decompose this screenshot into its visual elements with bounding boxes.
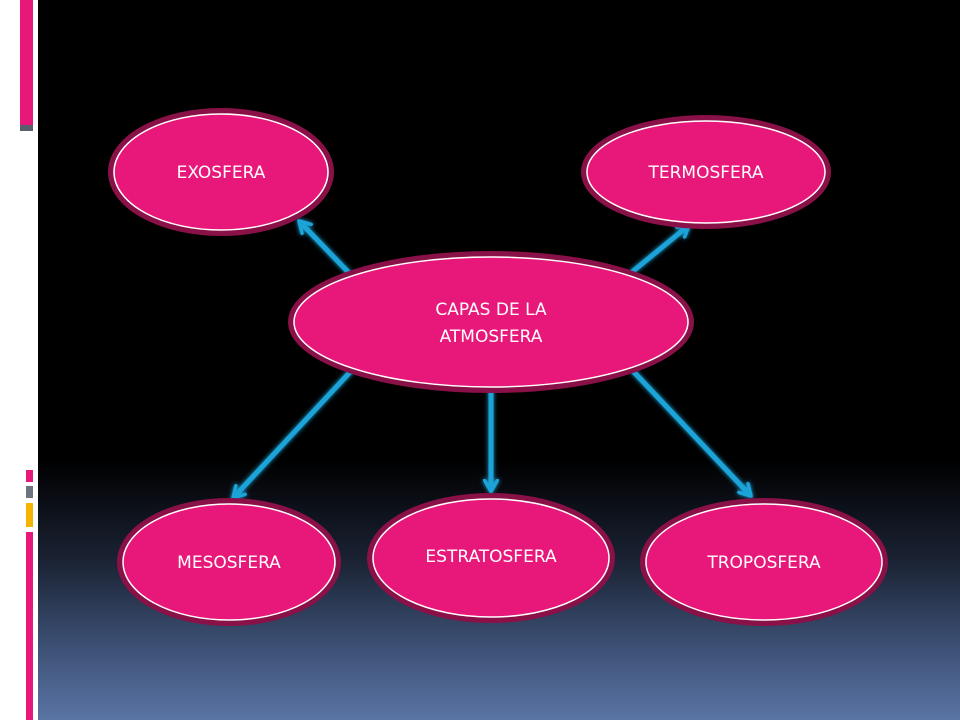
node-estratosfera: ESTRATOSFERA xyxy=(367,493,615,623)
arrows xyxy=(234,222,750,497)
arrow-to-termosfera xyxy=(629,226,688,275)
left-bar-yellow xyxy=(26,503,33,527)
node-mesosfera-label: MESOSFERA xyxy=(177,553,281,573)
arrow-to-troposfera xyxy=(629,367,750,495)
node-troposfera-label: TROPOSFERA xyxy=(706,553,821,573)
node-mesosfera: MESOSFERA xyxy=(117,498,341,626)
node-troposfera: TROPOSFERA xyxy=(640,498,888,626)
left-bar-top-gray xyxy=(20,125,33,131)
node-center: CAPAS DE LA ATMOSFERA xyxy=(288,251,694,393)
left-bar-top-pink xyxy=(20,0,33,125)
node-exosfera-label: EXOSFERA xyxy=(177,163,266,183)
left-decorative-band xyxy=(0,0,38,720)
node-center-label-line1: CAPAS DE LA xyxy=(435,300,547,320)
arrow-to-mesosfera xyxy=(234,367,355,497)
node-termosfera: TERMOSFERA xyxy=(581,115,831,229)
node-termosfera-label: TERMOSFERA xyxy=(647,163,763,183)
node-exosfera: EXOSFERA xyxy=(108,108,334,236)
arrow-to-exosfera xyxy=(300,222,355,279)
left-bar-pink-small xyxy=(26,470,33,482)
left-bar-gray xyxy=(26,486,33,498)
node-center-label-line2: ATMOSFERA xyxy=(440,327,543,347)
left-bar-bottom-pink xyxy=(26,532,33,720)
node-estratosfera-label: ESTRATOSFERA xyxy=(425,547,557,567)
